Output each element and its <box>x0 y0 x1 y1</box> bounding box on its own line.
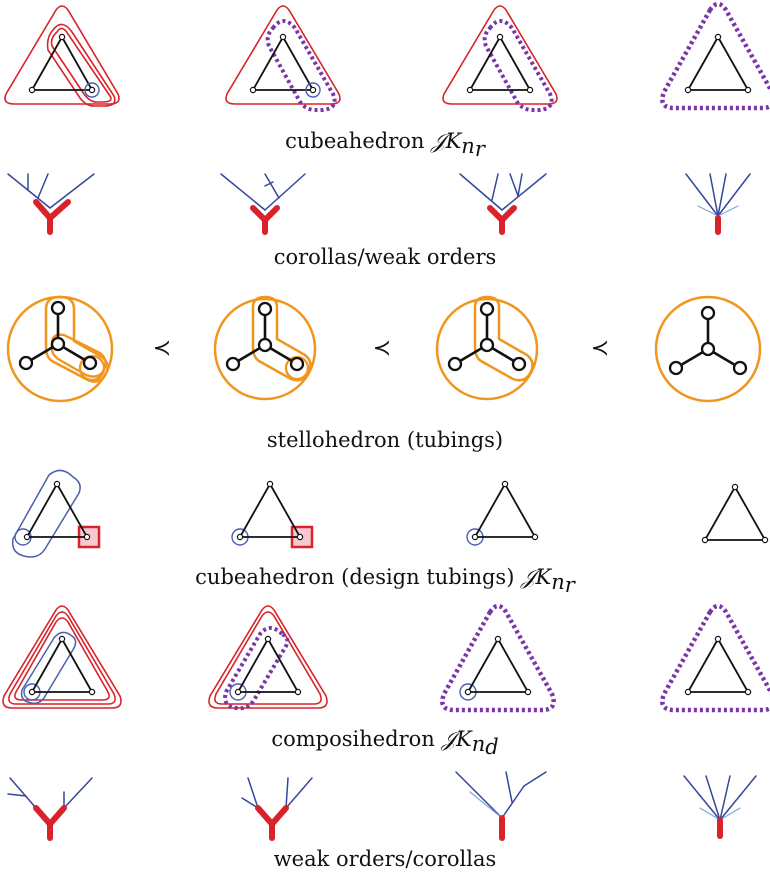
row2-caption: corollas/weak orders <box>274 245 497 269</box>
row5-graph-4 <box>660 603 770 713</box>
row4-graph-1 <box>11 469 101 558</box>
row6-caption: weak orders/corollas <box>274 847 497 871</box>
row4-graph-3 <box>466 480 539 546</box>
prec-symbol-2: ≺ <box>373 336 391 361</box>
row3-graph-2 <box>213 295 317 401</box>
row6-tree-3 <box>455 771 547 841</box>
row2-tree-1 <box>7 173 95 235</box>
row3-caption: stellohedron (tubings) <box>267 428 503 452</box>
row4-graph-4 <box>701 483 769 544</box>
row5-graph-3 <box>440 603 556 713</box>
row6-tree-4 <box>683 775 757 839</box>
row3-graph-3 <box>435 295 539 401</box>
row1-graph-1 <box>4 5 120 107</box>
row4-graph-2 <box>231 480 314 549</box>
row6-tree-2 <box>241 777 313 841</box>
row5-graph-2 <box>208 605 328 711</box>
row2-tree-2 <box>220 173 306 235</box>
row1-graph-4 <box>660 1 770 111</box>
row5-caption: composihedron 𝒥Knd <box>271 727 498 759</box>
row2-tree-3 <box>459 173 547 235</box>
row1-graph-2 <box>225 5 341 112</box>
prec-symbol-1: ≺ <box>153 336 171 361</box>
row4-caption: cubeahedron (design tubings) 𝒥Knr <box>195 565 577 597</box>
row6-tree-1 <box>7 777 93 841</box>
row5-graph-1 <box>2 605 122 709</box>
row1-graph-3 <box>442 5 558 112</box>
prec-symbol-3: ≺ <box>591 336 609 361</box>
row1-caption: cubeahedron 𝒥Knr <box>285 129 487 161</box>
row3-graph-1 <box>6 295 114 403</box>
row3-graph-4 <box>654 295 762 403</box>
row2-tree-4 <box>685 173 751 235</box>
